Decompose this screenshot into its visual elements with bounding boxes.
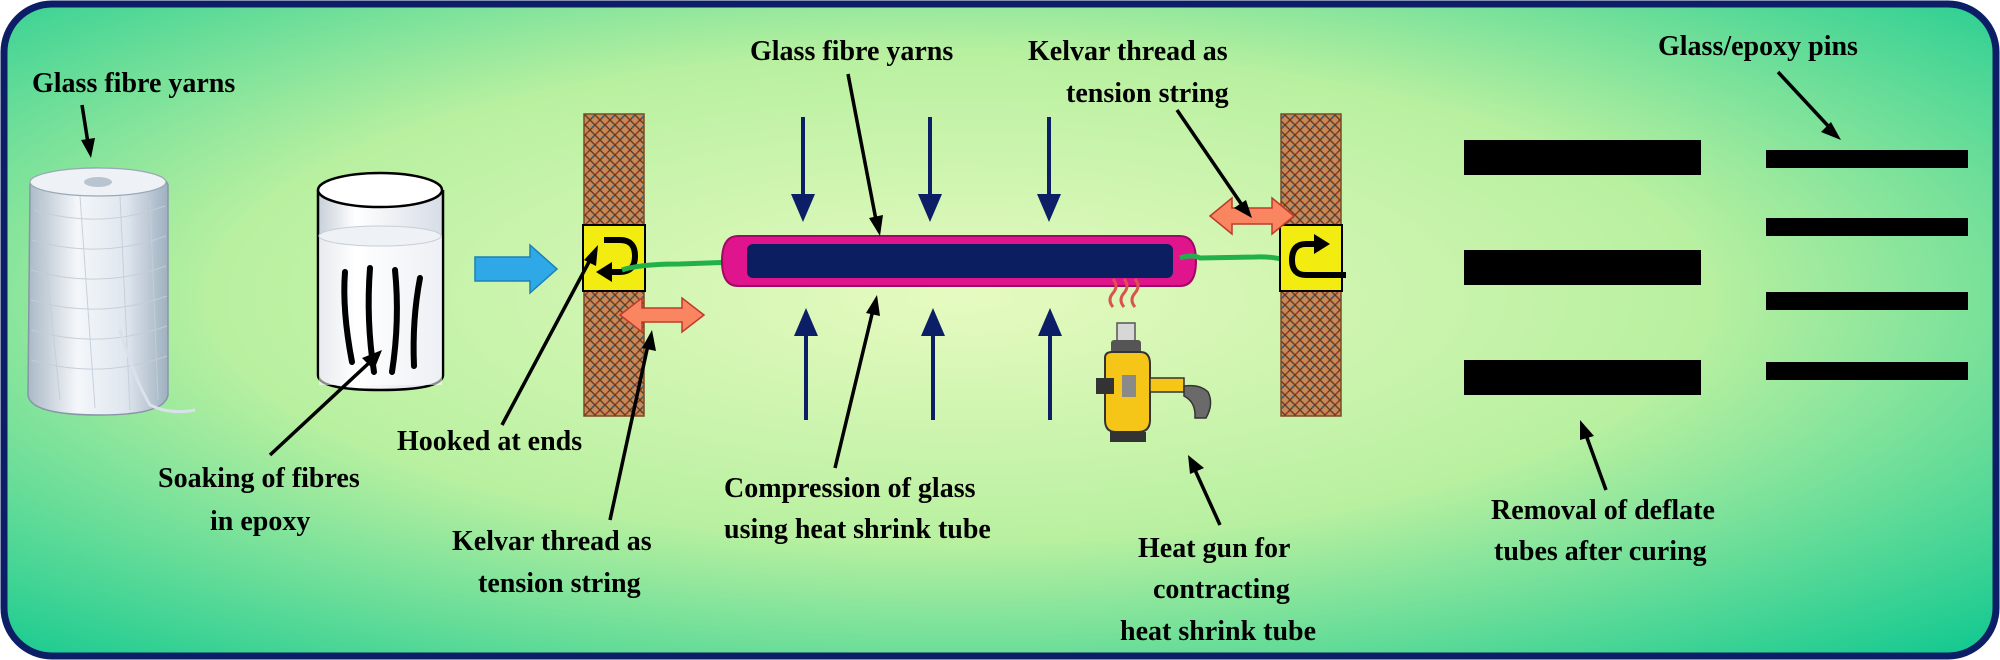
bar xyxy=(1766,150,1968,168)
label-heatgun-line2: contracting xyxy=(1153,574,1290,605)
push-arrows-bottom xyxy=(794,308,1062,420)
label-kelvar-top-line2: tension string xyxy=(1066,78,1229,109)
pointer-arrow xyxy=(1175,109,1252,218)
deflate-tube-bars xyxy=(1464,140,1701,395)
label-compression-line2: using heat shrink tube xyxy=(724,514,991,545)
heat-shrink-tube xyxy=(720,235,1198,287)
pointer-arrow xyxy=(833,295,880,469)
yarn-spool-icon xyxy=(27,167,196,416)
label-heatgun-line3: heat shrink tube xyxy=(1120,616,1316,647)
glass-epoxy-pin-bars xyxy=(1766,150,1968,380)
bar xyxy=(1766,218,1968,236)
pointer-arrow xyxy=(500,245,598,426)
pointer-arrow xyxy=(608,330,656,521)
label-removal-line1: Removal of deflate xyxy=(1491,495,1715,526)
label-yarn-spool: Glass fibre yarns xyxy=(32,68,235,99)
label-pins: Glass/epoxy pins xyxy=(1658,31,1858,62)
tension-arrow-right xyxy=(1208,196,1296,236)
pointer-arrow xyxy=(268,350,382,457)
label-yarns-center: Glass fibre yarns xyxy=(750,36,953,67)
label-soaking-line1: Soaking of fibres xyxy=(158,463,360,494)
bar xyxy=(1464,140,1701,175)
heat-gun-icon xyxy=(1096,278,1212,442)
label-heatgun-line1: Heat gun for xyxy=(1138,533,1290,564)
pointer-arrow xyxy=(1776,70,1841,140)
epoxy-beaker-icon xyxy=(316,171,445,392)
right-hook-block xyxy=(1279,224,1346,292)
label-kelvar-bottom-line2: tension string xyxy=(478,568,641,599)
label-removal-line2: tubes after curing xyxy=(1494,536,1707,567)
label-kelvar-bottom-line1: Kelvar thread as xyxy=(452,526,652,557)
bar xyxy=(1766,292,1968,310)
feed-arrow xyxy=(474,243,559,295)
label-kelvar-top-line1: Kelvar thread as xyxy=(1028,36,1228,67)
pointer-arrow xyxy=(1188,455,1222,526)
tension-arrow-left xyxy=(618,296,706,334)
label-compression-line1: Compression of glass xyxy=(724,473,976,504)
label-soaking-line2: in epoxy xyxy=(210,506,310,537)
pointer-arrow xyxy=(1580,420,1608,491)
pointer-arrow xyxy=(80,104,95,158)
bar xyxy=(1464,250,1701,285)
label-hooked: Hooked at ends xyxy=(397,426,582,457)
bar xyxy=(1766,362,1968,380)
pointer-arrow xyxy=(846,73,883,236)
push-arrows-top xyxy=(791,117,1061,222)
bar xyxy=(1464,360,1701,395)
